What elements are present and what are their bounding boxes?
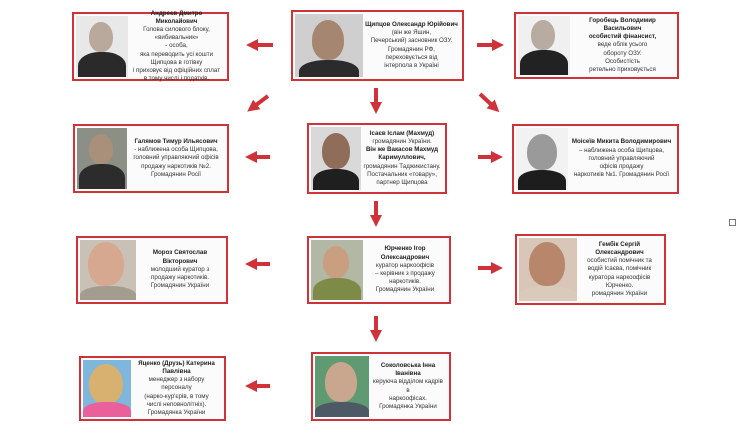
- name: Соколовська Інна Іванівна: [380, 361, 436, 378]
- text-moroz: Мороз Святослав Вікторович молодший кура…: [136, 240, 224, 300]
- photo-moroz: [80, 240, 136, 300]
- text-horobets: Горобець Володимир Васильович особистий …: [570, 16, 675, 75]
- line: в тому числі і податків.: [143, 75, 210, 83]
- line: числі неповнолітніх).: [146, 400, 207, 408]
- name: Гембік Сергій Олександрович: [595, 240, 644, 256]
- card-yatsenko: Яценко (Друзь) Катерина Павлівна менедже…: [79, 356, 226, 421]
- name: Яценко (Друзь) Катерина Павлівна: [138, 359, 215, 375]
- photo-galiamov: [77, 128, 127, 189]
- photo-moiseiv: [516, 128, 568, 190]
- line: продажу наркотиків.: [151, 274, 209, 282]
- line: і приховує від офіційних сплат: [132, 67, 221, 75]
- line: молодший куратор з: [150, 265, 210, 273]
- photo-isaev: [311, 127, 361, 190]
- text-andreev: Андреєв Дмитро Миколайович Голова силово…: [128, 10, 225, 83]
- line: Печерський) засновник ОЗУ.: [370, 37, 453, 45]
- line: водій Ісаєва, помічник: [587, 265, 652, 273]
- text-yurchenko: Юрченко Ігор Олександрович куратор нарко…: [363, 240, 447, 300]
- line: Він же Вакасов Махмуд: [365, 146, 439, 154]
- line: Громадянин Росії: [150, 170, 202, 178]
- line: головний управляючий: [588, 154, 655, 162]
- line: Громадянин України: [375, 286, 435, 294]
- card-tsyptsov: Щипцов Олександр Юрійович (він же Яшин, …: [291, 10, 464, 81]
- card-isaev: Ісаєв Іслам (Махмуд) громадянин України.…: [307, 123, 447, 194]
- line: Голова силового блоку,: [143, 26, 210, 33]
- name: Щипцов Олександр Юрійович: [365, 20, 458, 28]
- text-moiseiv: Моісеїв Микита Володимирович – наближена…: [568, 128, 675, 190]
- line: веде облік усього: [597, 41, 648, 49]
- line: наркотиків.: [389, 278, 421, 286]
- name: Андреєв Дмитро Миколайович: [150, 9, 203, 25]
- photo-andreev: [76, 16, 128, 77]
- arrow-diag-right-icon: [478, 92, 500, 113]
- name: Моісеїв Микита Володимирович: [571, 138, 672, 146]
- line: - наближена особа Щипцова,: [134, 146, 218, 154]
- line: Громадянка України: [147, 409, 206, 417]
- photo-yatsenko: [83, 360, 131, 417]
- small-square-marker: [729, 219, 736, 226]
- line: ромадянин України: [591, 290, 648, 297]
- line: - особа,: [165, 42, 188, 50]
- line: особистий помічник та: [587, 257, 652, 265]
- line: громадянин України.: [372, 137, 432, 145]
- photo-horobets: [518, 16, 570, 75]
- text-hembik: Гембік Сергій Олександрович особистий по…: [577, 238, 662, 301]
- line: партнер Щипцова: [376, 179, 428, 186]
- line: громадянин Таджикистану.: [363, 162, 441, 170]
- card-hembik: Гембік Сергій Олександрович особистий по…: [515, 234, 666, 305]
- card-sokolovska: Соколовська Інна Іванівна керуюча відділ…: [311, 352, 451, 421]
- arrow-diag-left-icon: [247, 94, 270, 112]
- line: наркоофісах.: [389, 394, 427, 402]
- photo-hembik: [519, 238, 577, 301]
- line: менеджер з набору персоналу: [148, 376, 205, 392]
- line: Громадянка України: [379, 402, 437, 410]
- photo-tsyptsov: [295, 14, 363, 77]
- line: – наближена особа Щипцова,: [578, 146, 665, 154]
- line: куратора наркоофісів: [588, 273, 651, 281]
- line: Громадянин України: [150, 282, 210, 290]
- card-horobets: Горобець Володимир Васильович особистий …: [514, 12, 679, 79]
- name: Мороз Святослав Вікторович: [152, 249, 208, 265]
- line: Щипцова в готівку: [150, 58, 203, 66]
- line: Каримуллович,: [378, 154, 426, 162]
- line: наркотиків №1. Громадянин Росії: [573, 171, 670, 179]
- line: «вибивальник»: [154, 34, 199, 42]
- card-moroz: Мороз Святослав Вікторович молодший кура…: [76, 236, 228, 304]
- line: Громадянин РФ,: [387, 45, 436, 53]
- card-galiamov: Галямов Тимур Ильясович - наближена особ…: [73, 124, 229, 193]
- line: Постачальник «товару»,: [367, 170, 437, 178]
- line: переховується від: [385, 53, 438, 61]
- line: обороту ОЗУ.: [603, 49, 642, 57]
- card-moiseiv: Моісеїв Микита Володимирович – наближена…: [512, 124, 679, 194]
- line: яка переводить усі кошти: [139, 50, 214, 58]
- line: (нарко-кур'єрів, в тому: [144, 392, 209, 400]
- line: особистий фінансист,: [588, 33, 657, 41]
- photo-yurchenko: [311, 240, 363, 300]
- card-andreev: Андреєв Дмитро Миколайович Голова силово…: [72, 10, 229, 83]
- line: куратор наркоофісів: [375, 261, 435, 269]
- text-tsyptsov: Щипцов Олександр Юрійович (він же Яшин, …: [363, 14, 460, 77]
- line: продажу наркотиків №2.: [141, 162, 211, 170]
- line: ретельно приховується: [589, 66, 656, 73]
- line: – керівник з продажу: [375, 270, 435, 277]
- text-yatsenko: Яценко (Друзь) Катерина Павлівна менедже…: [131, 360, 222, 417]
- line: керуюча відділом кадрів в: [373, 378, 443, 394]
- text-galiamov: Галямов Тимур Ильясович - наближена особ…: [127, 128, 225, 189]
- photo-sokolovska: [315, 356, 369, 417]
- line: Юрченко.: [605, 281, 634, 289]
- line: (він же Яшин,: [391, 29, 432, 37]
- name: Ісаєв Іслам (Махмуд): [369, 129, 435, 137]
- name: Горобець Володимир Васильович: [589, 16, 656, 32]
- line: інтерпола в Україні: [384, 61, 439, 69]
- name: Галямов Тимур Ильясович: [134, 137, 218, 145]
- card-yurchenko: Юрченко Ігор Олександрович куратор нарко…: [307, 236, 451, 304]
- name: Юрченко Ігор Олександрович: [380, 245, 430, 261]
- line: офісів продажу: [599, 163, 644, 171]
- text-sokolovska: Соколовська Інна Іванівна керуюча відділ…: [369, 356, 447, 417]
- text-isaev: Ісаєв Іслам (Махмуд) громадянин України.…: [361, 127, 443, 190]
- line: головний управляючий офісів: [133, 154, 219, 162]
- line: Особистість: [605, 57, 640, 65]
